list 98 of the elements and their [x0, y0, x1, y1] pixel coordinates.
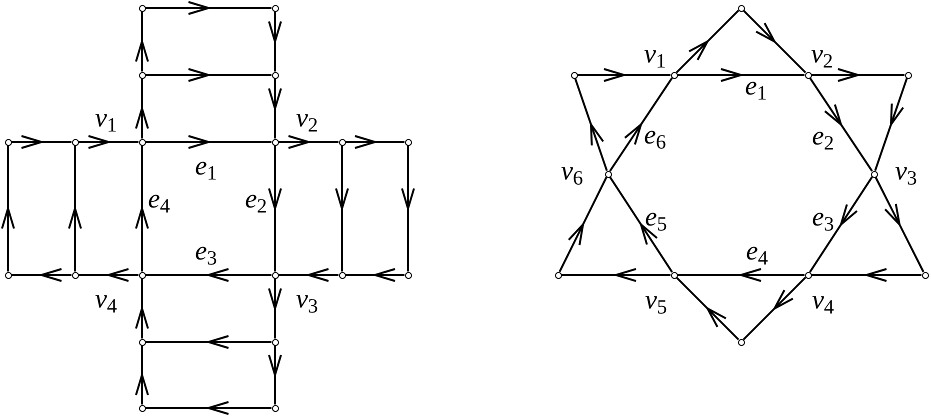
graph-vertex [138, 272, 146, 278]
graph-vertex [138, 338, 146, 346]
vertex-label: v$_{3}$ [894, 158, 918, 184]
directed-edge [809, 176, 873, 273]
edge-label: e$_{2}$ [244, 186, 268, 212]
directed-edge [874, 78, 908, 172]
edge-label: e$_{1}$ [194, 152, 218, 180]
graph-vertex [922, 272, 928, 278]
directed-edge [268, 346, 282, 404]
directed-edge [346, 135, 404, 149]
directed-edge [609, 77, 673, 172]
directed-edge [146, 1, 272, 15]
directed-edge [268, 146, 282, 272]
graph-vertex [272, 4, 278, 12]
graph-vertex [4, 138, 12, 146]
graph-vertex [72, 272, 78, 278]
directed-edge [135, 278, 149, 338]
graph-vertex [404, 138, 412, 146]
directed-edge [558, 176, 608, 272]
edge-label: e$_{6}$ [644, 122, 666, 148]
directed-edge [278, 135, 338, 149]
directed-edge [574, 78, 608, 172]
edge-label: e$_{3}$ [194, 238, 218, 264]
vertex-label: v$_{4}$ [812, 286, 834, 314]
graph-vertex [138, 72, 146, 78]
graph-vertex [272, 404, 278, 412]
directed-edge [146, 135, 272, 149]
vertex-label: v$_{6}$ [560, 158, 584, 184]
graph-vertex [738, 4, 744, 12]
graph-vertex [272, 138, 278, 146]
directed-edge [874, 176, 924, 272]
edge-label: e$_{5}$ [644, 204, 668, 230]
directed-edge [1, 146, 15, 272]
vertex-label: v$_{3}$ [296, 286, 318, 312]
directed-edge [135, 78, 149, 138]
directed-edge [578, 68, 670, 82]
graph-vertex [670, 272, 678, 278]
edge-label: e$_{4}$ [148, 186, 170, 212]
directed-edge [12, 135, 72, 149]
graph-vertex [4, 272, 12, 278]
graph-vertex [804, 72, 812, 78]
directed-edge [678, 268, 804, 282]
directed-edge [609, 176, 673, 273]
vertex-label: v$_{5}$ [644, 286, 668, 314]
directed-edge [812, 268, 922, 282]
directed-edge [346, 268, 404, 282]
vertex-label: v$_{1}$ [94, 104, 118, 132]
directed-edge [268, 12, 282, 72]
directed-edge [676, 10, 740, 74]
edge-label: e$_{4}$ [746, 238, 768, 264]
vertex-label: v$_{2}$ [296, 104, 318, 132]
edge-label: e$_{3}$ [812, 204, 834, 230]
directed-edge [146, 68, 272, 82]
graph-vertex [272, 272, 278, 278]
directed-edge [268, 278, 282, 338]
graph-vertex [404, 272, 412, 278]
graph-vertex [738, 338, 744, 346]
graph-vertex [272, 338, 278, 346]
directed-edge [812, 68, 904, 82]
vertex-label: v$_{4}$ [94, 286, 118, 312]
graph-vertex [554, 272, 562, 278]
directed-edge [742, 276, 806, 340]
vertex-label: v$_{1}$ [644, 40, 666, 68]
directed-edge [68, 146, 82, 272]
graph-vertex [72, 138, 78, 146]
graph-vertex [570, 72, 578, 78]
directed-edge [809, 77, 873, 172]
directed-edge [135, 146, 149, 272]
directed-edge [268, 78, 282, 138]
directed-edge [12, 268, 72, 282]
directed-edge [742, 10, 806, 74]
graph-vertex [670, 72, 678, 78]
directed-edge [135, 12, 149, 72]
directed-edge [401, 146, 415, 272]
directed-edge [678, 68, 804, 82]
directed-edge [335, 146, 349, 272]
directed-edge [146, 268, 272, 282]
edge-label: e$_{2}$ [812, 122, 834, 150]
directed-edge [676, 276, 740, 340]
directed-edge [278, 268, 338, 282]
directed-edge [146, 335, 272, 349]
graph-vertex [804, 272, 812, 278]
graph-vertex [138, 404, 146, 412]
graph-vertex [870, 170, 878, 178]
directed-edge [146, 401, 272, 415]
directed-edge [78, 268, 138, 282]
graph-vertex [138, 138, 146, 146]
vertex-label: v$_{2}$ [810, 40, 834, 68]
edge-label: e$_{1}$ [744, 72, 768, 100]
graph-vertex [904, 72, 912, 78]
graph-vertex [272, 72, 278, 78]
graph-vertex [604, 170, 612, 178]
graph-vertex [338, 272, 346, 278]
graph-vertex [138, 4, 146, 12]
directed-edge [135, 346, 149, 404]
directed-edge [78, 135, 138, 149]
graph-vertex [338, 138, 346, 146]
directed-edge [562, 268, 670, 282]
